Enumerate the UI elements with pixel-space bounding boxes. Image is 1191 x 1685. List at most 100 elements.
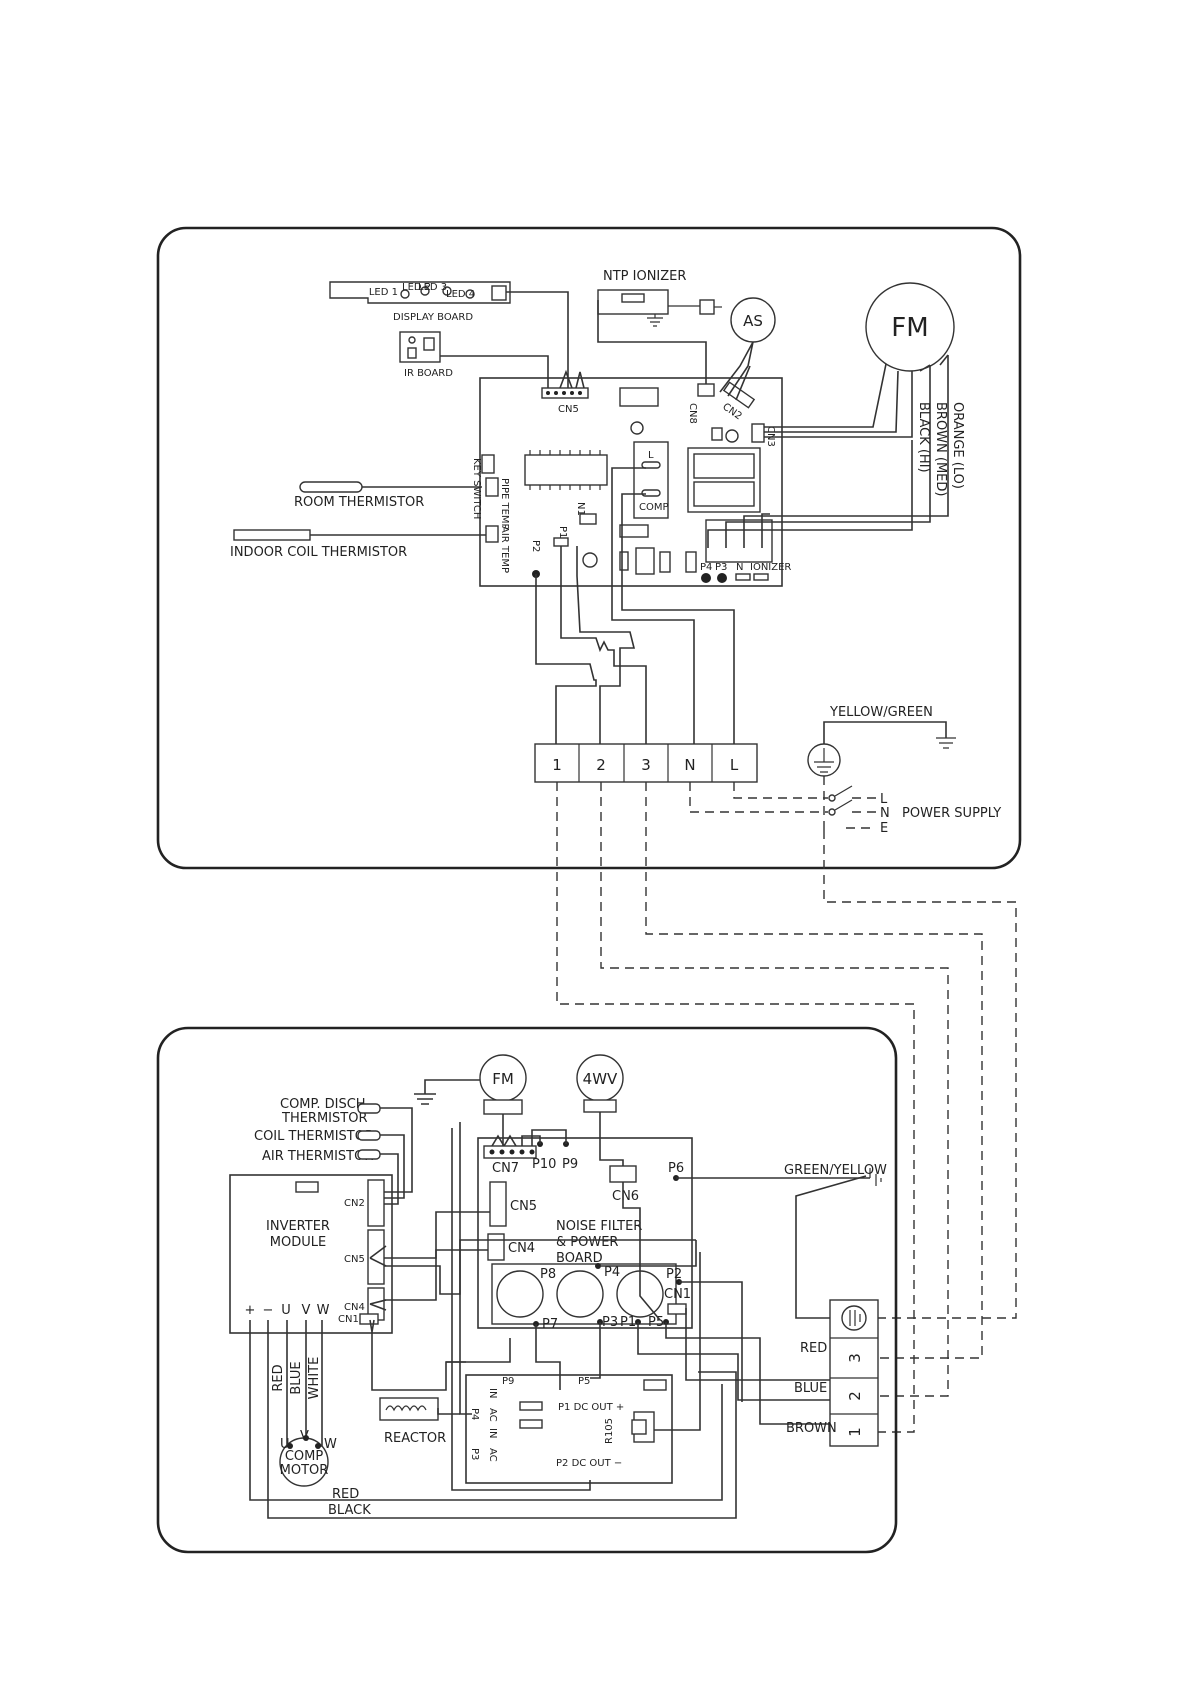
comp-u-label: U: [280, 1437, 290, 1452]
inverter-module-label-2: MODULE: [270, 1235, 326, 1250]
indoor-cn3-connector: [751, 423, 765, 443]
indoor-terminal-n: N: [684, 756, 695, 774]
relay-small: [631, 1419, 647, 1435]
outdoor-unit: FM 4WV COMP. DISCH. THERMISTOR COIL THER…: [156, 1026, 898, 1554]
indoor-signal-wires: [310, 291, 754, 536]
indoor-cn8-label: CN8: [687, 403, 698, 424]
indoor-ionizer-label: IONIZER: [750, 562, 791, 573]
nf-cn1-connector: [667, 1303, 687, 1315]
indoor-fan-motor: [865, 282, 955, 372]
room-thermistor-label: ROOM THERMISTOR: [294, 495, 424, 510]
wire-orange-lo-label: ORANGE (LO): [950, 402, 965, 489]
outdoor-terminal-2: 2: [846, 1391, 864, 1401]
indoor-terminal-2: 2: [596, 756, 606, 774]
comp-white-label: WHITE: [307, 1357, 322, 1400]
indoor-n1-label: N1: [575, 502, 586, 516]
key-switch-label: KEY SWITCH: [471, 458, 482, 519]
inverter-cn5-label: CN5: [344, 1254, 365, 1265]
nf-cn4-label: CN4: [508, 1241, 535, 1256]
indoor-n-label: N: [736, 562, 743, 573]
fan-speed-connector: [705, 519, 773, 563]
led4-label: LED 4: [446, 289, 475, 300]
nf-p6-label: P6: [668, 1161, 684, 1176]
indoor-terminal-block: 1 2 3 N L: [534, 743, 758, 783]
inverter-module: [229, 1174, 393, 1334]
display-board-label: DISPLAY BOARD: [393, 312, 473, 323]
power-supply-n-label: N: [880, 806, 890, 821]
nf-cn5-connector: [489, 1181, 507, 1227]
nf-p5-label: P5: [648, 1315, 664, 1330]
dc-board-p9-label: P9: [502, 1376, 514, 1387]
capacitor: [556, 1270, 604, 1318]
capacitor-round: [725, 429, 739, 443]
power-supply-switch: L N E POWER SUPPLY: [689, 776, 1001, 836]
comp-disch-thermistor-label-1: COMP. DISCH.: [280, 1097, 369, 1112]
outdoor-earth: GREEN/YELLOW: [784, 1163, 887, 1319]
nf-cn7-label: CN7: [492, 1161, 519, 1176]
terminal-brown-label: BROWN: [786, 1421, 837, 1436]
r105-label: R105: [604, 1418, 615, 1444]
dc-board-ac2-label: AC: [487, 1448, 498, 1462]
green-yellow-label: GREEN/YELLOW: [784, 1163, 887, 1178]
inverter-cn4-label: CN4: [344, 1302, 365, 1313]
indoor-n1-connector: [579, 513, 597, 525]
outdoor-internal-wires: [249, 1112, 870, 1519]
indoor-p1-label: P1: [557, 526, 568, 538]
indoor-p3-label: P3: [715, 562, 727, 573]
small-component: [711, 427, 723, 441]
dc-board-p4-label: P4: [469, 1408, 480, 1420]
inverter-cn1-connector: [359, 1313, 379, 1325]
air-temp-connector: [485, 525, 499, 543]
yellow-green-label: YELLOW/GREEN: [829, 705, 933, 720]
key-switch-connector: [481, 454, 495, 474]
indoor-terminal-1: 1: [552, 756, 562, 774]
nf-cn4-connector: [487, 1233, 505, 1261]
ir-board-label: IR BOARD: [404, 368, 453, 379]
indoor-coil-thermistor-probe: [233, 529, 311, 541]
capacitor: [496, 1270, 544, 1318]
nf-cn6-connector: [609, 1165, 637, 1183]
component: [685, 551, 697, 573]
inverter-cn2-label: CN2: [344, 1198, 365, 1209]
indoor-terminal-3: 3: [641, 756, 651, 774]
indoor-coil-thermistor-label: INDOOR COIL THERMISTOR: [230, 545, 407, 560]
compressor-motor-label-2: MOTOR: [280, 1463, 329, 1478]
outdoor-fan-motor-label: FM: [492, 1070, 514, 1088]
comp-blue-label: BLUE: [289, 1361, 304, 1394]
comp-relay: [633, 441, 669, 519]
inverter-u-label: U: [281, 1303, 291, 1318]
outdoor-unit-frame: [156, 1026, 898, 1554]
nf-p4-label: P4: [604, 1265, 620, 1280]
dc-out-minus-label: P2 DC OUT −: [556, 1458, 622, 1469]
microcontroller-chip: [524, 454, 608, 486]
inverter-top-connector: [295, 1181, 319, 1193]
power-supply-l-label: L: [880, 792, 888, 807]
air-thermistor-label: AIR THERMISTOR: [262, 1149, 373, 1164]
room-thermistor-probe: [299, 481, 363, 493]
comp-disch-thermistor-probe: [357, 1103, 381, 1114]
nf-p2-label: P2: [666, 1267, 682, 1282]
comp-w-label: W: [324, 1437, 337, 1452]
dc-board-in1-label: IN: [487, 1388, 498, 1398]
nf-p3-label: P3: [602, 1315, 618, 1330]
pipe-temp-label: PIPE TEMP: [499, 478, 510, 530]
component: [635, 547, 655, 575]
capacitor-round: [582, 552, 598, 568]
nf-board-label-3: BOARD: [556, 1251, 603, 1266]
comp-disch-thermistor-label-2: THERMISTOR: [281, 1111, 367, 1126]
display-board: LED 1 LED 2 LED 3 LED 4 DISPLAY BOARD: [329, 281, 511, 323]
reactor-label: REACTOR: [384, 1431, 446, 1446]
ntp-ionizer-label: NTP IONIZER: [603, 269, 686, 284]
compressor-motor-label-1: COMP: [285, 1449, 324, 1464]
led3-label: LED 3: [418, 282, 447, 293]
inverter-v-label: V: [302, 1303, 311, 1318]
coil-thermistor-label: COIL THERMISTOR: [254, 1129, 374, 1144]
indoor-power-wires: [535, 467, 735, 744]
inverter-cn2-connector: [367, 1179, 385, 1227]
outdoor-thermistor-wires: [380, 1107, 413, 1205]
air-temp-label: AIR TEMP: [499, 526, 510, 573]
relay-l-label: L: [648, 450, 654, 461]
terminal-blue-label: BLUE: [794, 1381, 827, 1396]
nf-p10-label: P10: [532, 1157, 556, 1172]
comp-red-label: RED: [271, 1364, 286, 1391]
